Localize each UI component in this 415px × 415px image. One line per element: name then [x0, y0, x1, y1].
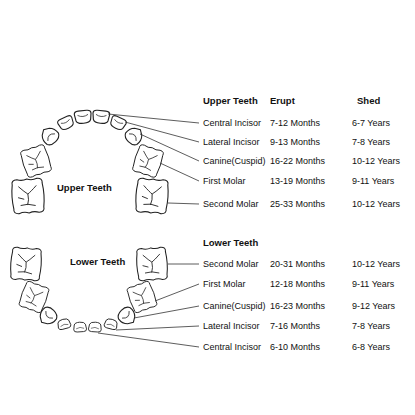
- leader-lines: [98, 114, 199, 347]
- upper-central-incisor: [74, 110, 92, 124]
- shed-age: 9-11 Years: [352, 279, 394, 289]
- tooth-name: Canine(Cuspid): [203, 156, 266, 166]
- upper-lateral-incisor: [109, 115, 128, 132]
- tooth-name: Canine(Cuspid): [203, 301, 266, 311]
- erupt-age: 20-31 Months: [270, 259, 325, 269]
- tooth-name: First Molar: [203, 176, 246, 186]
- erupt-age: 7-16 Months: [270, 321, 320, 331]
- upper-central-incisor: [92, 110, 110, 124]
- leader-line: [140, 134, 199, 161]
- leader-line: [168, 203, 199, 204]
- shed-age: 10-12 Years: [352, 259, 400, 269]
- leader-line: [160, 163, 199, 181]
- upper-second-molar: [11, 178, 45, 214]
- upper-canine: [123, 124, 147, 148]
- lower-canine: [36, 305, 60, 329]
- shed-age: 6-8 Years: [352, 342, 390, 352]
- table-header: Lower Teeth: [203, 238, 258, 249]
- erupt-age: 6-10 Months: [270, 342, 320, 352]
- arch-label: Upper Teeth: [57, 183, 112, 194]
- shed-age: 9-12 Years: [352, 301, 395, 311]
- arch-label: Lower Teeth: [70, 257, 125, 268]
- shed-age: 7-8 Years: [352, 137, 390, 147]
- upper-canine: [38, 124, 62, 148]
- erupt-age: 16-23 Months: [270, 301, 325, 311]
- tooth-name: Lateral Incisor: [203, 137, 260, 147]
- tooth-name: Second Molar: [203, 259, 259, 269]
- lower-lateral-incisor: [57, 318, 72, 331]
- lower-arch: [10, 247, 169, 332]
- leader-line: [125, 122, 199, 142]
- shed-age: 9-11 Years: [352, 176, 394, 186]
- shed-age: 10-12 Years: [352, 156, 400, 166]
- tooth-name: Central Incisor: [203, 342, 261, 352]
- tooth-name: Central Incisor: [203, 118, 261, 128]
- upper-first-molar: [131, 144, 165, 179]
- leader-line: [134, 306, 199, 318]
- erupt-age: 12-18 Months: [270, 279, 325, 289]
- shed-age: 7-8 Years: [352, 321, 390, 331]
- table-header: Erupt: [270, 96, 295, 107]
- lower-central-incisor: [88, 322, 101, 332]
- lower-lateral-incisor: [104, 318, 119, 331]
- erupt-age: 25-33 Months: [270, 199, 325, 209]
- tooth-name: First Molar: [203, 279, 246, 289]
- lower-second-molar: [136, 247, 169, 281]
- upper-arch: [11, 110, 169, 214]
- tooth-name: Lateral Incisor: [203, 321, 260, 331]
- leader-line: [155, 284, 199, 301]
- erupt-age: 16-22 Months: [270, 156, 325, 166]
- leader-line: [108, 114, 199, 123]
- table-header: Upper Teeth: [203, 96, 258, 107]
- lower-second-molar: [10, 247, 43, 281]
- upper-lateral-incisor: [57, 115, 76, 132]
- erupt-age: 9-13 Months: [270, 137, 320, 147]
- upper-second-molar: [135, 178, 169, 214]
- lower-first-molar: [126, 280, 159, 313]
- lower-central-incisor: [73, 322, 86, 332]
- upper-first-molar: [19, 144, 53, 179]
- shed-age: 6-7 Years: [352, 118, 390, 128]
- erupt-age: 7-12 Months: [270, 118, 320, 128]
- tooth-name: Second Molar: [203, 199, 259, 209]
- shed-age: 10-12 Years: [352, 199, 400, 209]
- erupt-age: 13-19 Months: [270, 176, 325, 186]
- leader-line: [98, 333, 199, 347]
- table-header: Shed: [357, 96, 380, 107]
- leader-line: [116, 326, 199, 330]
- leader-line: [168, 264, 199, 265]
